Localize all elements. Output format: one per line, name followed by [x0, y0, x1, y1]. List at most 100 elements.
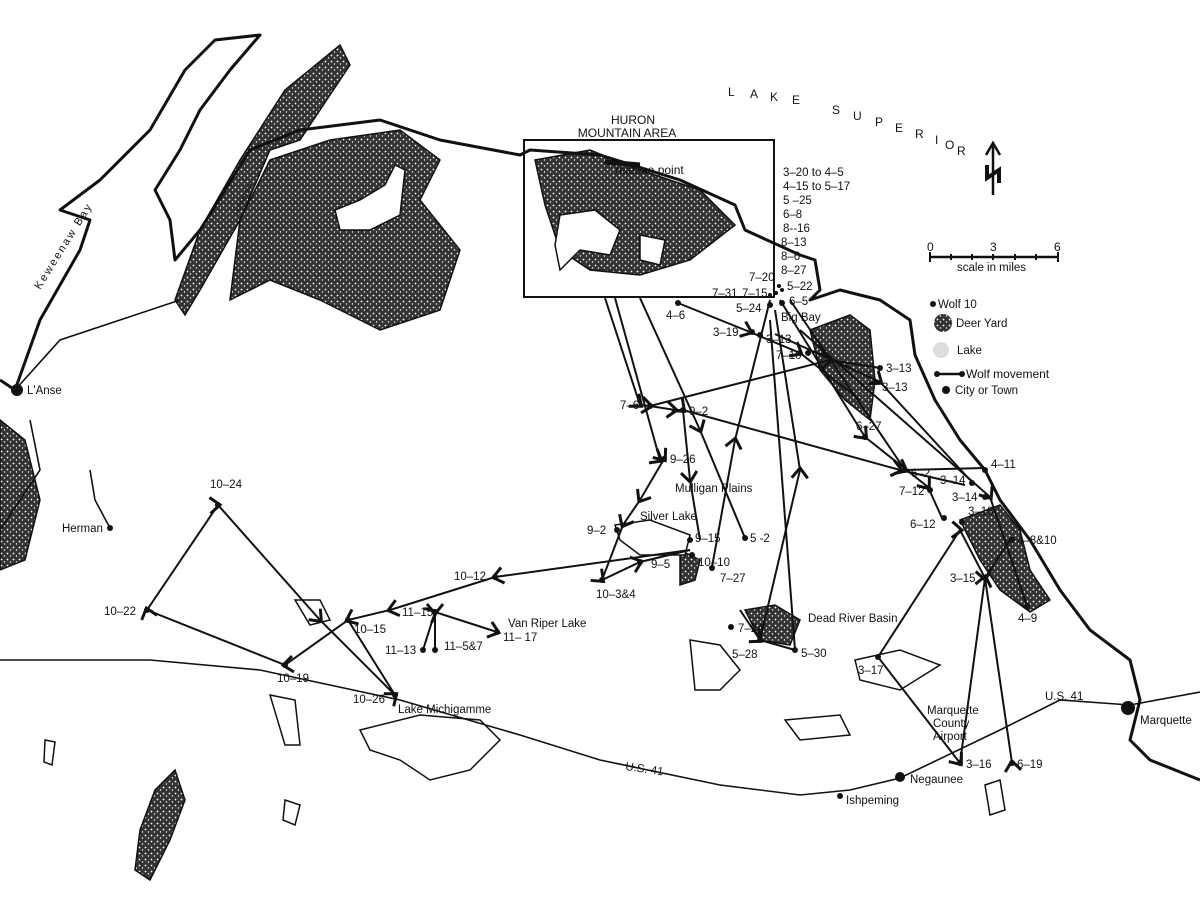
map-label: P	[875, 115, 884, 129]
location-dot	[107, 525, 113, 531]
wolf-location-label: 3–13	[766, 334, 792, 346]
location-dot	[647, 403, 653, 409]
wolf-movement-paths	[140, 297, 1028, 763]
map-label: Marquette	[927, 705, 979, 717]
map-label: R	[957, 144, 967, 158]
map-label: Lake Michigamme	[398, 704, 491, 716]
wolf-location-label: 5 -2	[750, 533, 770, 545]
location-dot	[767, 302, 773, 308]
map-label: Dead River Basin	[808, 613, 897, 625]
location-dot	[757, 637, 763, 643]
legend-movement: Wolf movement	[966, 367, 1050, 381]
map-label: Mulligan Plains	[675, 483, 753, 495]
location-dot	[837, 793, 843, 799]
wolf-location-label: 7–6	[620, 400, 639, 412]
location-dot	[982, 575, 988, 581]
map-label: L'Anse	[27, 385, 62, 397]
wolf-location-label: 5–30	[801, 648, 827, 660]
wolf-location-label: 9–2	[689, 406, 708, 418]
location-dot	[941, 515, 947, 521]
location-dot	[982, 467, 988, 473]
wolf-location-label: 7–27	[720, 573, 746, 585]
location-dot	[661, 456, 667, 462]
location-dot	[777, 284, 781, 288]
location-dot	[895, 772, 905, 782]
map-label: 6	[1054, 240, 1061, 254]
hma-title-line2: MOUNTAIN AREA	[578, 126, 676, 140]
wolf-location-label: 3–17	[858, 665, 884, 677]
wolf-location-label: 3–16	[966, 759, 992, 771]
map-label: E	[792, 93, 801, 107]
location-dot	[614, 527, 620, 533]
wolf-location-label: 3–13	[882, 382, 908, 394]
legend: Wolf 10 Deer Yard Lake Wolf movement Cit…	[930, 299, 1050, 397]
release-point-label: release point	[615, 163, 684, 177]
wolf-location-label: 11–15	[402, 607, 433, 619]
location-dot	[959, 371, 965, 377]
map-label: K	[770, 90, 779, 104]
location-dot	[959, 519, 965, 525]
wolf-location-label: 11– 17	[503, 632, 537, 644]
location-dot	[792, 647, 798, 653]
map-label: 6–8	[783, 209, 802, 221]
map-label: Ishpeming	[846, 795, 899, 807]
wolf-location-label: 5–24	[736, 303, 762, 315]
map-label: A	[750, 87, 759, 101]
wolf-location-label: 7–20	[749, 272, 775, 284]
map-label: 8--16	[783, 223, 810, 235]
map-label: Airport	[933, 731, 968, 743]
legend-city: City or Town	[955, 385, 1018, 397]
map-label: 3–20 to 4–5	[783, 167, 844, 179]
legend-deer-yard: Deer Yard	[956, 318, 1007, 330]
location-dot	[1121, 701, 1135, 715]
map-label: Big Bay	[781, 312, 821, 324]
location-dot	[957, 760, 963, 766]
wolf-location-label: 9–15	[695, 533, 721, 545]
map-label: U	[853, 109, 863, 123]
wolf-location-label: 7–10	[776, 350, 802, 362]
location-dot	[862, 434, 868, 440]
wolf-location-label: 4–8&10	[1017, 535, 1057, 547]
wolf-location-label: 9–2	[587, 525, 606, 537]
location-dot	[749, 329, 755, 335]
map-label: 8–27	[781, 265, 807, 277]
wolf-location-label: 7–12	[899, 486, 925, 498]
location-dot	[930, 301, 936, 307]
county-road	[89, 469, 111, 529]
location-dot	[982, 494, 988, 500]
legend-lake: Lake	[957, 345, 982, 357]
wolf-location-label: 10–22	[104, 606, 136, 618]
location-dot	[689, 552, 695, 558]
lake-superior-label: L A K E S U P E R I O R	[728, 85, 967, 158]
location-dot	[1024, 603, 1030, 609]
map-label: Marquette	[1140, 715, 1192, 727]
map-label: O	[945, 138, 955, 152]
map-label: I	[935, 133, 939, 147]
location-dot	[492, 574, 498, 580]
us41-road	[0, 659, 1200, 796]
wolf-location-label: 5–28	[732, 649, 758, 661]
north-arrow-icon	[984, 140, 1002, 195]
release-dates: 3–20 to 4–5 4–15 to 5–17 5 –25 6–8 8--16…	[781, 167, 850, 277]
map-label: 5 –25	[783, 195, 812, 207]
wolf-locations: 10–24 10–22 10–19 10–15 10–26 11–13 11–1…	[104, 272, 1057, 771]
location-dot	[687, 537, 693, 543]
map-label: Van Riper Lake	[508, 618, 586, 630]
location-dot	[768, 293, 772, 297]
scale-bar: 0 3 6 scale in miles	[927, 240, 1061, 274]
map-label: L	[728, 85, 736, 99]
location-dot	[282, 662, 288, 668]
location-dot	[969, 480, 975, 486]
location-dot	[927, 487, 933, 493]
wolf-location-label: 3–14	[940, 475, 966, 487]
wolf-location-label: 3–18	[968, 506, 994, 518]
wolf-location-label: 10–26	[353, 694, 385, 706]
wolf-location-label: 10–3&4	[596, 589, 636, 601]
map-label: scale in miles	[957, 262, 1026, 274]
location-dot	[934, 371, 940, 377]
wolf-location-label: 6–12	[910, 519, 936, 531]
map-label: County	[933, 718, 970, 730]
map-label: Silver Lake	[640, 511, 697, 523]
wolf-location-label: 6–5	[789, 296, 808, 308]
location-dot	[742, 535, 748, 541]
